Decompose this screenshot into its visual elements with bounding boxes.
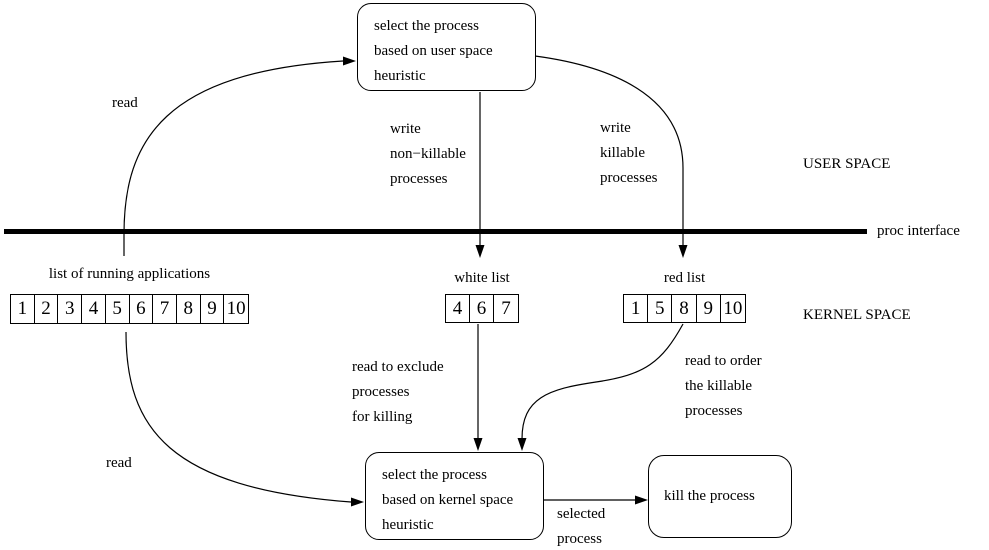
edge-label-line: read to order xyxy=(685,353,762,369)
edge-label-line: non−killable xyxy=(390,146,466,162)
red-list: 1 5 8 9 10 xyxy=(623,294,746,323)
edge-label-line: read to exclude xyxy=(352,359,444,375)
running-list: 1 2 3 4 5 6 7 8 9 10 xyxy=(10,294,249,324)
proc-interface-line xyxy=(4,229,867,234)
read-top-label: read xyxy=(112,95,138,111)
red-list-cell: 10 xyxy=(723,297,743,319)
edge-label-line: write xyxy=(390,121,421,137)
user-heuristic-box: select the process based on user space h… xyxy=(357,3,536,91)
write-killable-label: write killable processes xyxy=(600,116,657,191)
running-list-cell: 8 xyxy=(177,295,201,323)
edge-label-line: killable xyxy=(600,145,645,161)
edge-label-line: processes xyxy=(352,384,410,400)
kernel-heuristic-line: heuristic xyxy=(382,517,434,533)
running-list-cell: 10 xyxy=(226,298,246,319)
arrowhead-selected-process xyxy=(635,495,648,505)
kill-process-label: kill the process xyxy=(664,488,755,504)
running-list-title: list of running applications xyxy=(48,266,211,282)
running-list-cell: 7 xyxy=(153,295,177,323)
arrowhead-read-top xyxy=(343,56,356,66)
arrowhead-write-killable xyxy=(678,245,688,258)
arrow-read-top-curve xyxy=(123,60,344,256)
kernel-space-label: KERNEL SPACE xyxy=(803,307,911,323)
arrowhead-write-non-killable xyxy=(475,245,485,258)
edge-label-line: process xyxy=(557,531,602,547)
running-list-cell: 4 xyxy=(82,295,106,323)
user-space-label: USER SPACE xyxy=(803,156,891,172)
user-heuristic-line: select the process xyxy=(374,18,479,34)
red-list-title: red list xyxy=(663,270,706,286)
kernel-heuristic-line: based on kernel space xyxy=(382,492,514,508)
edge-label-line: processes xyxy=(600,170,658,186)
running-list-cell: 2 xyxy=(35,295,59,323)
white-list-cell: 7 xyxy=(501,297,511,319)
arrow-read-bottom-curve xyxy=(125,331,352,503)
kernel-heuristic-line: select the process xyxy=(382,467,487,483)
kill-process-box: kill the process xyxy=(648,455,792,538)
running-list-cell: 9 xyxy=(201,295,225,323)
user-heuristic-line: heuristic xyxy=(374,68,426,84)
arrowhead-read-bottom xyxy=(351,497,364,507)
edge-label-line: processes xyxy=(685,403,743,419)
red-list-cell: 5 xyxy=(648,295,673,322)
kernel-heuristic-box: select the process based on kernel space… xyxy=(365,452,544,540)
edge-label-line: selected xyxy=(557,506,606,522)
read-order-label: read to order the killable processes xyxy=(685,349,762,424)
running-list-cell: 5 xyxy=(106,295,130,323)
arrow-read-order-curve xyxy=(521,323,684,440)
proc-interface-label: proc interface xyxy=(877,223,960,239)
white-list: 4 6 7 xyxy=(445,294,519,323)
running-list-cell: 6 xyxy=(130,295,154,323)
white-list-cell: 6 xyxy=(470,295,494,322)
red-list-cell: 9 xyxy=(697,295,721,322)
red-list-cell: 8 xyxy=(672,295,697,322)
arrowhead-read-exclude xyxy=(473,438,483,451)
edge-label-line: write xyxy=(600,120,631,136)
user-heuristic-line: based on user space xyxy=(374,43,493,59)
running-list-cell: 3 xyxy=(58,295,83,323)
read-bottom-label: read xyxy=(106,455,132,471)
read-exclude-label: read to exclude processes for killing xyxy=(352,355,444,430)
selected-process-label: selected process xyxy=(557,502,605,550)
edge-label-line: for killing xyxy=(352,409,413,425)
running-list-cell: 1 xyxy=(11,295,35,323)
edge-label-line: processes xyxy=(390,171,448,187)
write-non-killable-label: write non−killable processes xyxy=(390,117,466,192)
white-list-title: white list xyxy=(454,270,510,286)
edge-label-line: the killable xyxy=(685,378,753,394)
red-list-cell: 1 xyxy=(624,295,649,322)
arrowhead-read-order xyxy=(517,438,527,451)
white-list-cell: 4 xyxy=(446,295,470,322)
